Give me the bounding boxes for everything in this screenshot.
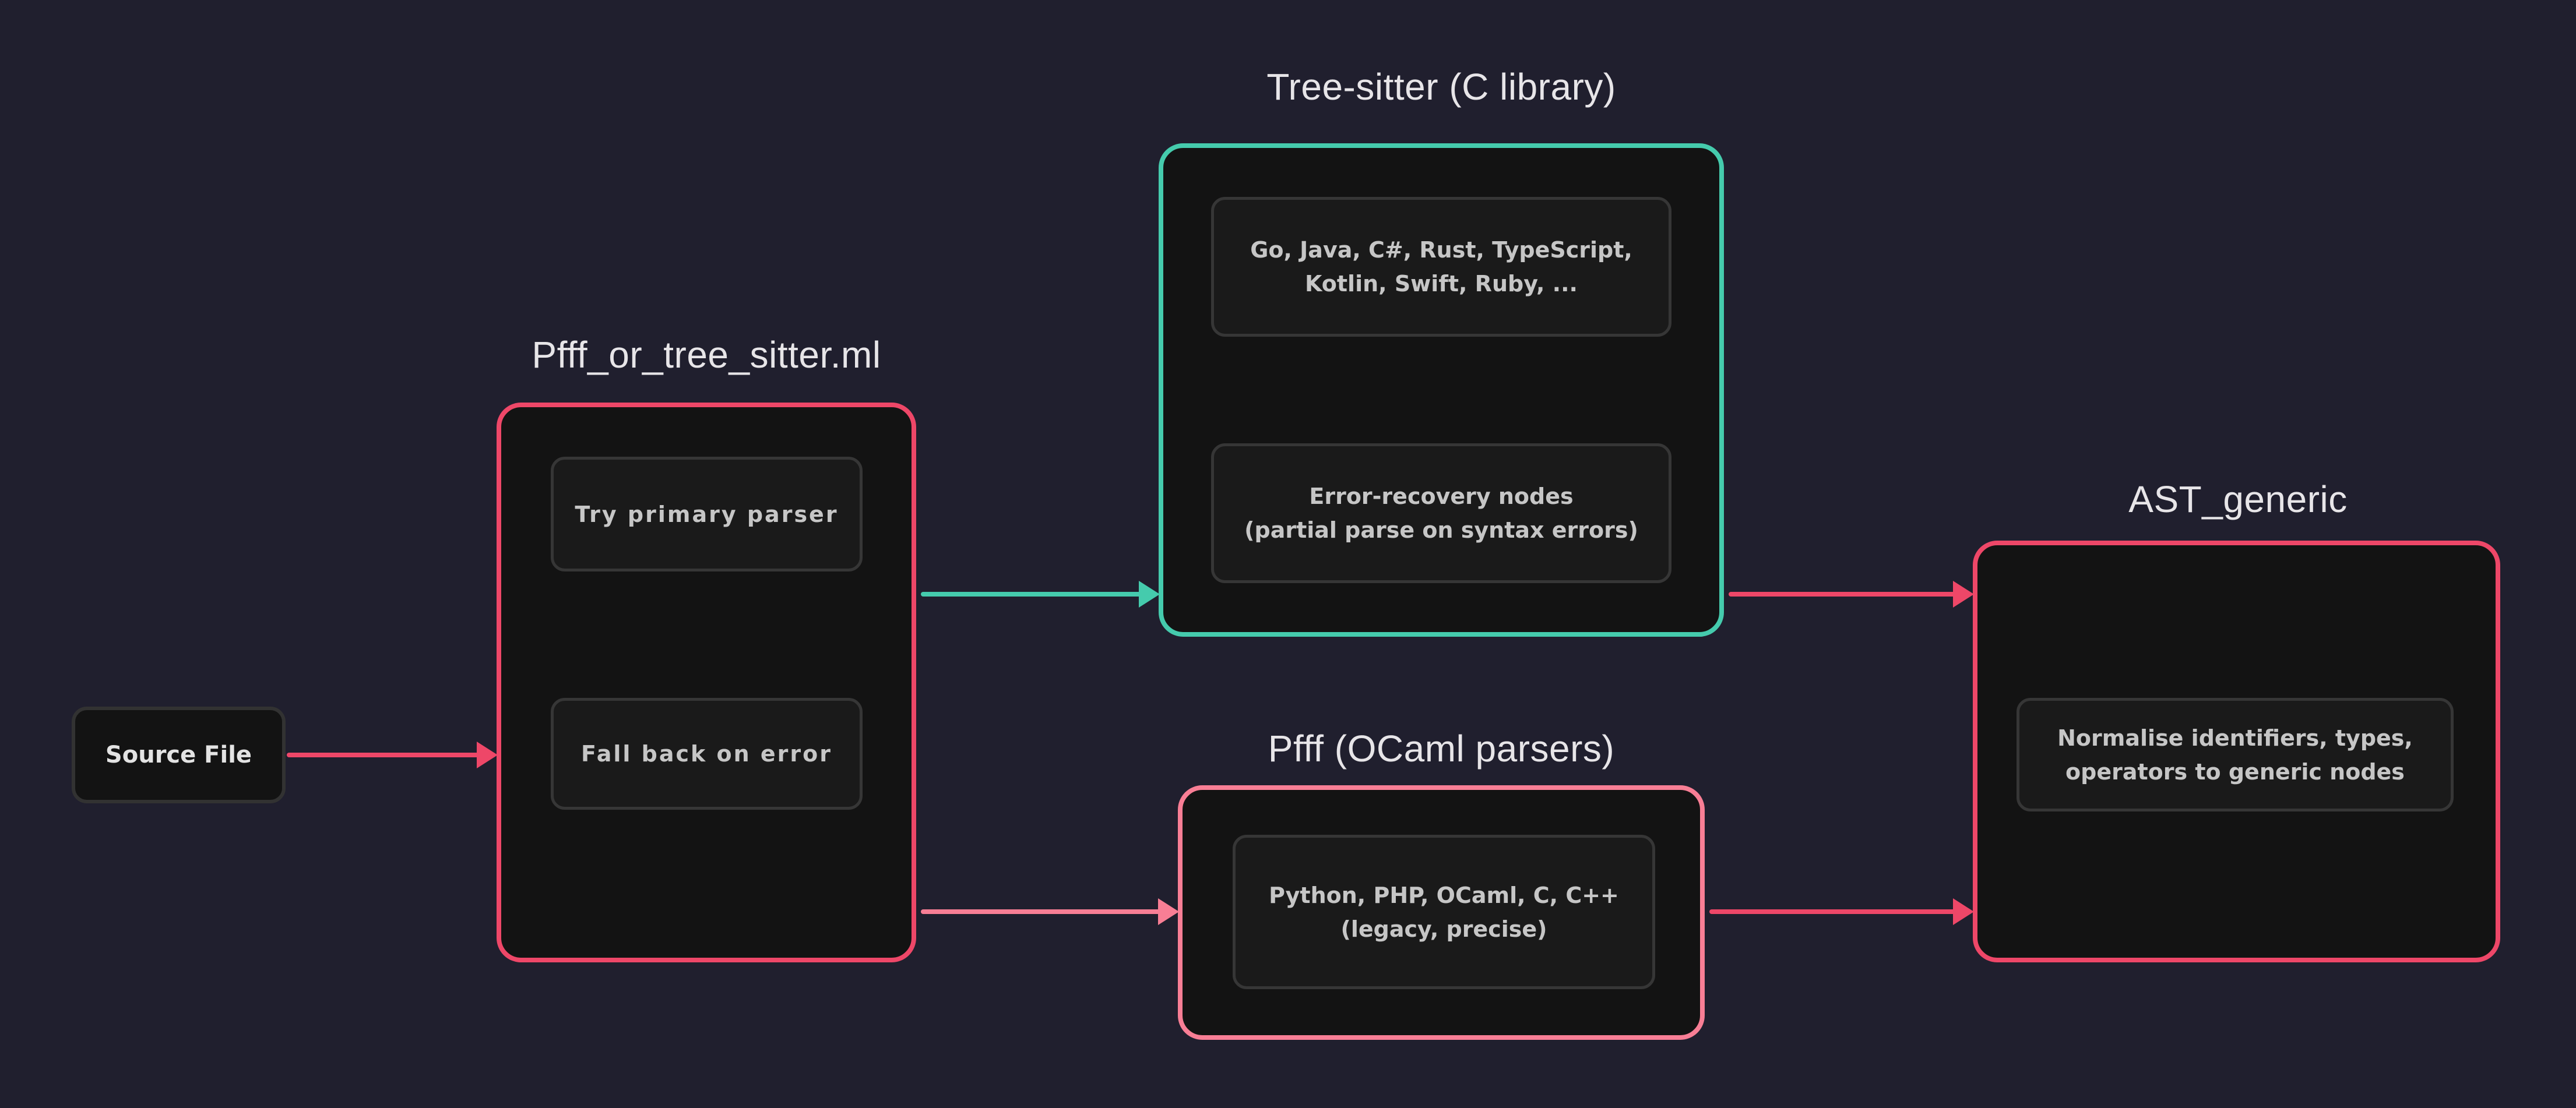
arrow-shaft [921, 592, 1141, 597]
arrow-head-icon [1158, 898, 1179, 925]
node-label-line1: Python, PHP, OCaml, C, C++ [1269, 882, 1619, 908]
node-label: Go, Java, C#, Rust, TypeScript, Kotlin, … [1250, 233, 1632, 301]
node-label: Source File [105, 742, 252, 768]
arrow-shaft [1729, 592, 1955, 597]
group-title-pfff: Pfff (OCaml parsers) [1268, 728, 1615, 770]
node-label: Fall back on error [580, 741, 832, 767]
node-normalise: Normalise identifiers, types, operators … [2017, 698, 2454, 811]
arrow-shaft [287, 753, 479, 757]
node-fall-back-on-error: Fall back on error [551, 698, 863, 810]
node-label-line1: Go, Java, C#, Rust, TypeScript, [1250, 237, 1632, 263]
node-tree-sitter-languages: Go, Java, C#, Rust, TypeScript, Kotlin, … [1211, 197, 1671, 337]
arrow-head-icon [1953, 581, 1974, 608]
node-label-line2: (partial parse on syntax errors) [1244, 517, 1638, 543]
node-label: Try primary parser [575, 501, 839, 527]
group-title-pfff-or-tree-sitter: Pfff_or_tree_sitter.ml [532, 334, 881, 376]
node-label-line2: Kotlin, Swift, Ruby, ... [1305, 271, 1578, 297]
node-label: Error-recovery nodes (partial parse on s… [1244, 479, 1638, 547]
node-error-recovery: Error-recovery nodes (partial parse on s… [1211, 443, 1671, 583]
node-label: Normalise identifiers, types, operators … [2057, 721, 2413, 789]
group-title-ast-generic: AST_generic [2128, 478, 2348, 520]
node-source-file: Source File [72, 707, 286, 803]
arrow-head-icon [1139, 581, 1160, 608]
arrow-head-icon [1953, 898, 1974, 925]
arrow-shaft [1709, 909, 1955, 914]
group-title-tree-sitter: Tree-sitter (C library) [1266, 66, 1616, 108]
node-try-primary-parser: Try primary parser [551, 457, 863, 571]
node-label-line2: (legacy, precise) [1340, 916, 1547, 942]
node-label: Python, PHP, OCaml, C, C++ (legacy, prec… [1269, 878, 1619, 946]
node-pfff-languages: Python, PHP, OCaml, C, C++ (legacy, prec… [1233, 835, 1655, 989]
arrow-head-icon [477, 742, 498, 768]
node-label-line1: Normalise identifiers, types, [2057, 725, 2413, 751]
arrow-shaft [921, 909, 1160, 914]
node-label-line2: operators to generic nodes [2065, 758, 2405, 785]
node-label-line1: Error-recovery nodes [1309, 484, 1574, 509]
